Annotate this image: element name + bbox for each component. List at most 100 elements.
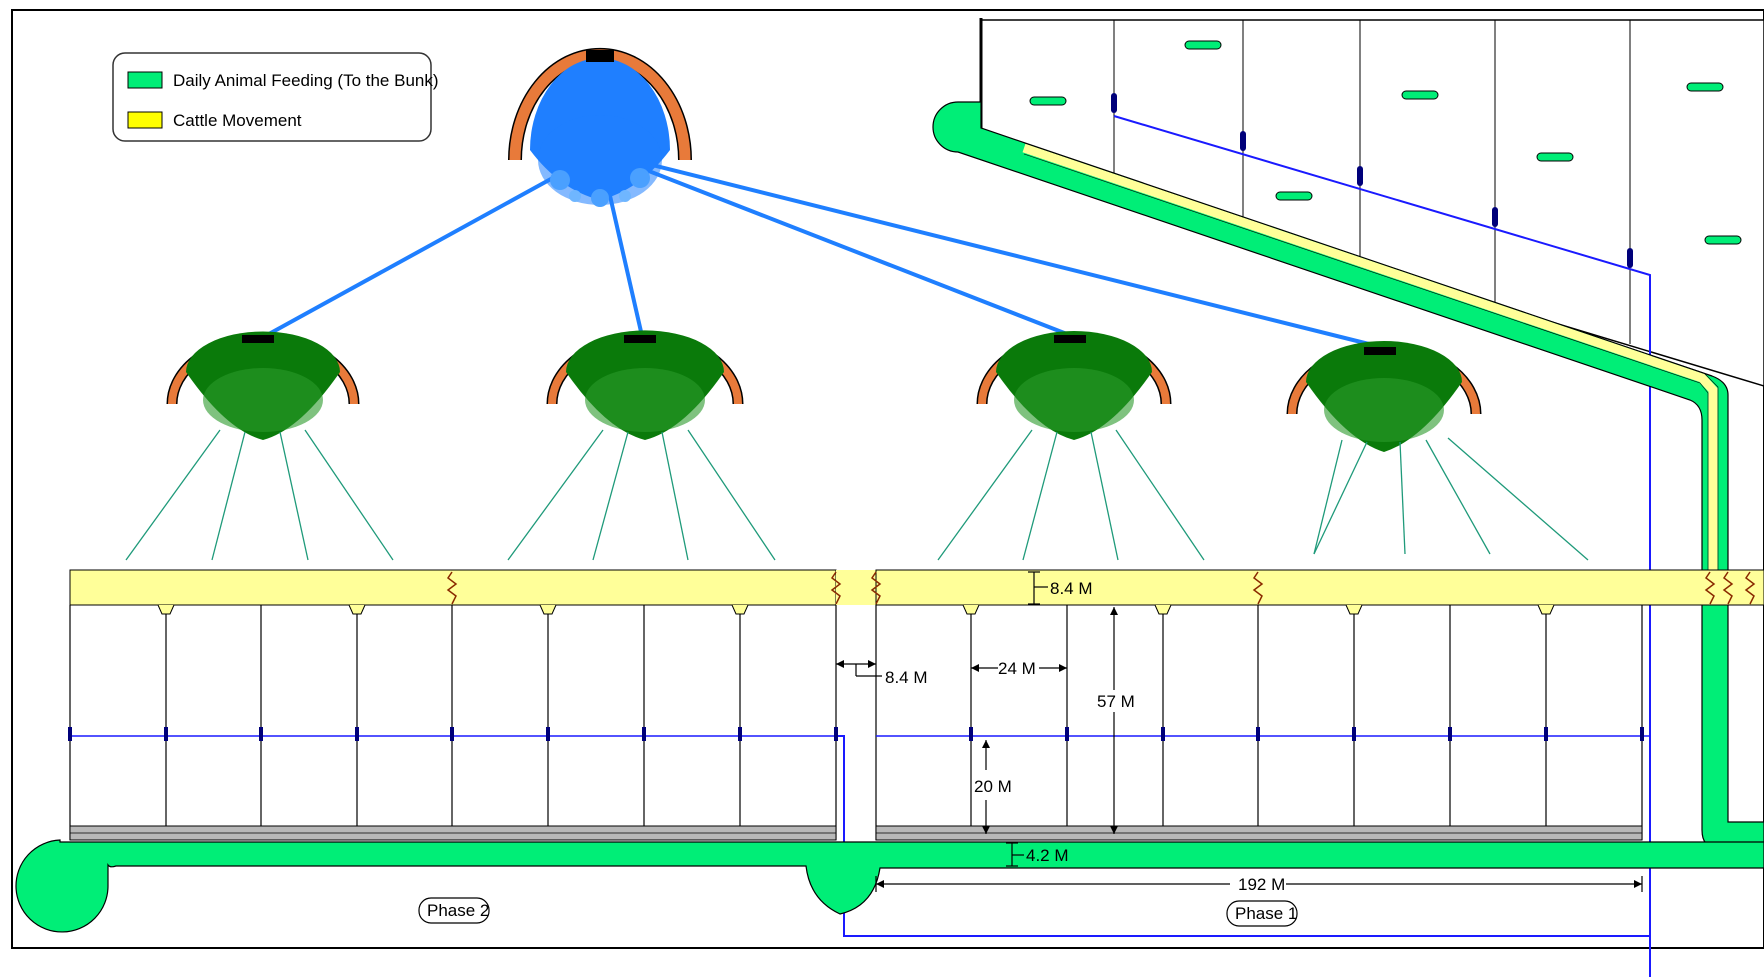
water-valve — [1240, 131, 1246, 151]
alley-dip — [731, 604, 749, 615]
water-valve — [546, 727, 550, 741]
feed-alley — [15, 839, 1764, 933]
spray-line — [1115, 429, 1205, 561]
water-trough — [1704, 235, 1742, 245]
water-valve — [1111, 93, 1117, 113]
spray-line — [1399, 441, 1406, 555]
spray-line — [1447, 437, 1589, 561]
diagonal-cattle-path-edge — [1023, 142, 1719, 572]
legend-label-cattle: Cattle Movement — [173, 111, 302, 130]
water-valve — [1627, 248, 1633, 268]
spray-line — [1313, 441, 1368, 555]
spray-line — [937, 429, 1033, 561]
lower-pens — [68, 604, 1650, 937]
alley-dip — [348, 604, 366, 615]
phase-labels: Phase 2 Phase 1 — [418, 897, 1298, 927]
canopy-head-4 — [1286, 340, 1482, 452]
canopy-head-3 — [976, 330, 1172, 440]
spray-line — [1313, 439, 1343, 555]
sprinkler-main-line — [599, 150, 1073, 338]
gate — [1252, 571, 1264, 605]
gate — [1722, 571, 1734, 605]
water-valve — [1448, 727, 1452, 741]
alley-dip — [1154, 604, 1172, 615]
dimensions — [836, 571, 1643, 892]
feed-alley-road — [15, 839, 1764, 933]
water-valve — [1357, 166, 1363, 186]
spray-line — [211, 431, 246, 561]
water-trough — [1536, 152, 1574, 162]
diagonal-feed-alley — [932, 101, 1764, 849]
sprinkler-main-line — [257, 150, 601, 342]
spray-line — [1090, 431, 1119, 561]
spray-line — [1425, 439, 1491, 555]
legend-swatch-cattle — [127, 111, 163, 129]
water-valve — [1544, 727, 1548, 741]
phase2-badge — [418, 897, 490, 924]
water-valve — [1492, 207, 1498, 227]
dim-pen-width: 24 M — [998, 659, 1036, 678]
dimension-arrowheads — [836, 607, 1642, 888]
water-trough — [1029, 96, 1067, 106]
spray-line — [125, 429, 221, 561]
water-trough — [1184, 40, 1222, 50]
pen-water-connector — [836, 735, 1650, 937]
diagonal-cattle-path-edge — [1023, 153, 1709, 572]
water-valve — [1352, 727, 1356, 741]
water-valve — [1256, 727, 1260, 741]
phase1-label: Phase 1 — [1235, 904, 1297, 923]
water-valve — [642, 727, 646, 741]
gate — [830, 571, 842, 605]
spray-line — [1022, 431, 1058, 561]
dim-feed-alley: 4.2 M — [1026, 846, 1069, 865]
water-trough — [1401, 90, 1439, 100]
spray-line — [687, 429, 776, 561]
alley-dip — [962, 604, 980, 615]
diagonal-cattle-path — [1022, 143, 1718, 572]
alley-dip — [1537, 604, 1555, 615]
water-valve — [259, 727, 263, 741]
diagonal-alley — [932, 101, 1764, 849]
spray-line — [507, 429, 604, 561]
legend-swatch-feeding — [127, 71, 163, 89]
water-valve — [1065, 727, 1069, 741]
gate — [870, 571, 882, 605]
dim-bunk-depth: 20 M — [974, 777, 1012, 796]
gate — [1744, 571, 1756, 605]
water-valve — [355, 727, 359, 741]
water-trough — [1686, 82, 1724, 92]
main-sprinkler-head — [508, 47, 692, 207]
sprinkler-main-line — [599, 150, 1386, 350]
dimension-labels: 8.4 M 8.4 M 24 M 57 M 20 M 4.2 M 192 M — [885, 579, 1285, 894]
water-valve — [1640, 727, 1644, 741]
alley-dip — [1345, 604, 1363, 615]
dim-gap-width: 8.4 M — [885, 668, 928, 687]
cattle-alley — [69, 569, 1764, 606]
water-valve — [738, 727, 742, 741]
phase2-label: Phase 2 — [427, 901, 489, 920]
cattle-alley-gap — [836, 570, 876, 605]
alley-dip — [157, 604, 175, 615]
legend-label-feeding: Daily Animal Feeding (To the Bunk) — [173, 71, 439, 90]
water-valve — [68, 727, 72, 741]
cattle-alley-phase1 — [875, 569, 1764, 606]
water-valve — [450, 727, 454, 741]
gate — [1704, 571, 1716, 605]
spray-line — [279, 431, 309, 561]
water-valve — [164, 727, 168, 741]
alley-dip — [539, 604, 557, 615]
phase1-badge — [1226, 900, 1298, 927]
water-valve — [834, 727, 838, 741]
water-trough — [1275, 191, 1313, 201]
dim-phase1-length: 192 M — [1238, 875, 1285, 894]
spray-line — [592, 431, 629, 561]
canopy-head-2 — [546, 330, 744, 440]
sprinkler-system — [125, 47, 1589, 561]
legend: Daily Animal Feeding (To the Bunk) Cattl… — [112, 52, 439, 142]
cattle-alley-phase2 — [69, 569, 837, 606]
upper-water-line — [1113, 115, 1651, 977]
water-valve — [1161, 727, 1165, 741]
gate — [446, 571, 458, 605]
spray-line — [304, 429, 394, 561]
